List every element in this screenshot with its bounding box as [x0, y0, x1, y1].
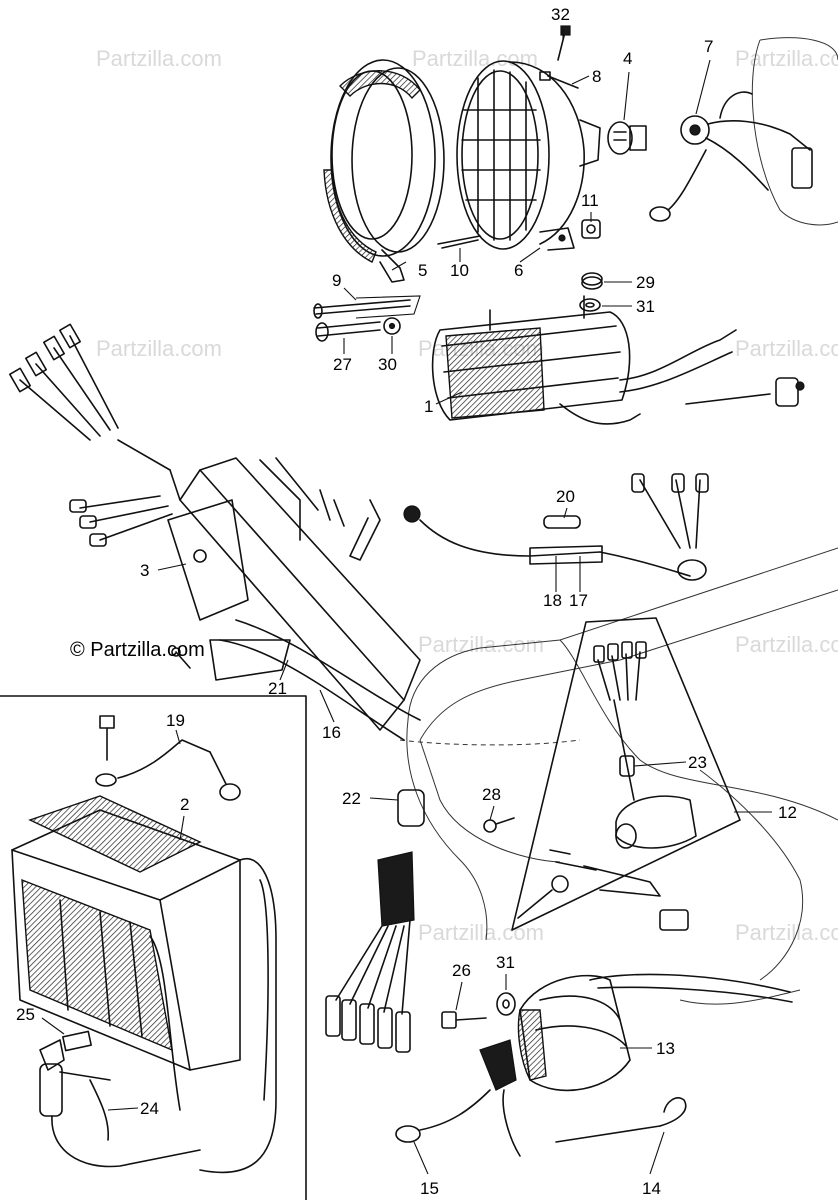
callout-20: 20	[556, 487, 575, 506]
bulb-socket	[649, 91, 813, 222]
ignition-switch	[511, 617, 741, 931]
callout-23: 23	[688, 753, 707, 772]
watermark: Partzilla.com	[735, 920, 838, 945]
callout-6: 6	[514, 261, 523, 280]
ignition-coil-lower	[395, 973, 793, 1157]
battery-cable	[95, 715, 241, 801]
battery-inset	[0, 695, 307, 1200]
battery-lead	[39, 1030, 201, 1168]
callout-15: 15	[420, 1179, 439, 1198]
battery	[11, 795, 277, 1174]
callout-7: 7	[704, 37, 713, 56]
callout-31-upper: 31	[636, 297, 655, 316]
watermark: Partzilla.com	[735, 632, 838, 657]
callout-31-lower: 31	[496, 953, 515, 972]
callout-5: 5	[418, 261, 427, 280]
screw-10	[437, 235, 481, 249]
callout-2: 2	[180, 795, 189, 814]
callout-17: 17	[569, 591, 588, 610]
callout-11: 11	[581, 191, 599, 210]
callout-13: 13	[656, 1039, 675, 1058]
washers-upper	[579, 272, 603, 312]
callout-14: 14	[642, 1179, 661, 1198]
harness-boot	[325, 789, 425, 1053]
main-wire-harness	[167, 457, 421, 741]
callout-18: 18	[543, 591, 562, 610]
callout-27: 27	[333, 355, 352, 374]
callout-8: 8	[592, 67, 601, 86]
callout-29: 29	[636, 273, 655, 292]
callout-32: 32	[551, 5, 570, 24]
copyright-notice: © Partzilla.com	[70, 639, 205, 661]
callout-16: 16	[322, 723, 341, 742]
watermark: Partzilla.com	[735, 336, 838, 361]
screw-28	[483, 817, 515, 833]
callout-30: 30	[378, 355, 397, 374]
callout-25: 25	[16, 1005, 35, 1024]
lower-hardware	[441, 992, 516, 1029]
callout-19: 19	[166, 711, 185, 730]
frame-outline	[399, 37, 838, 1005]
watermark: Partzilla.com	[735, 46, 838, 71]
callout-28: 28	[482, 785, 501, 804]
leader-lines	[41, 28, 772, 1175]
callout-24: 24	[140, 1099, 159, 1118]
headlight-bulb	[607, 121, 647, 155]
callout-4: 4	[623, 49, 632, 68]
callout-10: 10	[450, 261, 469, 280]
watermark: Partzilla.com	[96, 336, 222, 361]
watermark-layer: Partzilla.com Partzilla.com Partzilla.co…	[96, 46, 838, 945]
fuse-holder	[403, 473, 709, 581]
wire-harness-connectors	[9, 323, 181, 547]
callout-21: 21	[268, 679, 287, 698]
callout-12: 12	[778, 803, 797, 822]
watermark: Partzilla.com	[96, 46, 222, 71]
watermark: Partzilla.com	[418, 632, 544, 657]
headlight-rim	[323, 59, 445, 283]
ignition-coil-upper	[431, 295, 805, 425]
watermark: Partzilla.com	[412, 46, 538, 71]
callout-1: 1	[424, 397, 433, 416]
callout-26: 26	[452, 961, 471, 980]
callout-22: 22	[342, 789, 361, 808]
mounting-screws	[313, 295, 421, 342]
headlight-unit	[456, 60, 601, 251]
callout-labels: 32 8 4 7 11 29 31 9 5 10 6 27 30 1 20 3 …	[16, 5, 797, 1198]
callout-9: 9	[332, 271, 341, 290]
callout-3: 3	[140, 561, 149, 580]
